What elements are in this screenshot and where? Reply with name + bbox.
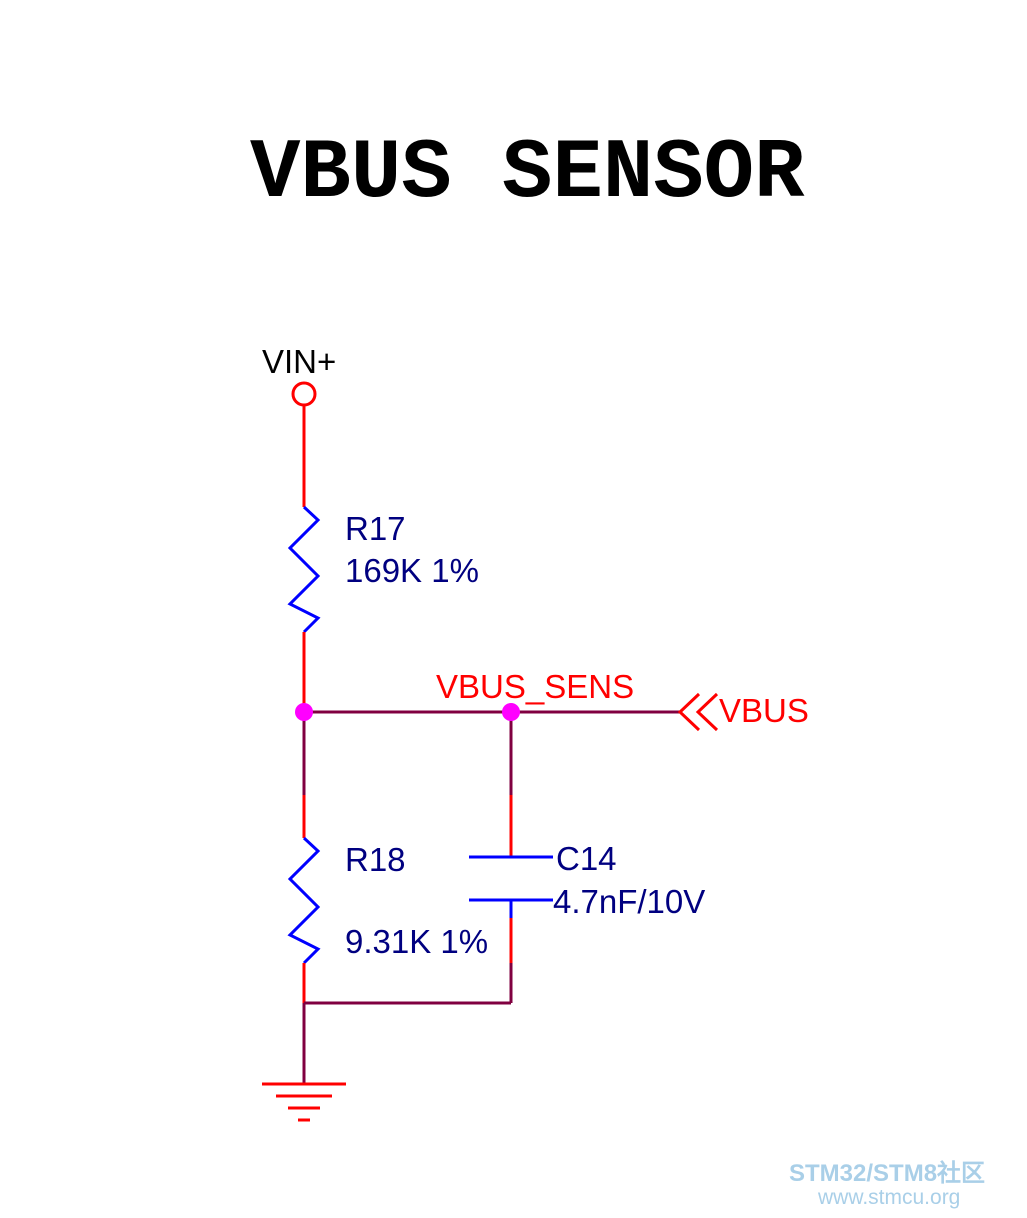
junction-dot-left [295, 703, 313, 721]
vbus-port-arrow-inner [695, 692, 719, 732]
r17-value: 169K 1% [345, 552, 479, 589]
c14-designator: C14 [556, 840, 617, 877]
r17-designator: R17 [345, 510, 406, 547]
vin-power-symbol [291, 381, 317, 407]
ground-symbol [262, 1082, 346, 1122]
r18-designator: R18 [345, 841, 406, 878]
vbus-port-arrow-outer [677, 692, 701, 732]
diagram-title: VBUS SENSOR [250, 127, 805, 222]
r18-value: 9.31K 1% [345, 923, 488, 960]
r17-resistor-body [287, 505, 321, 634]
watermark-url: www.stmcu.org [817, 1186, 960, 1209]
watermark-stm32: STM32 [789, 1160, 866, 1187]
vbus-port-label: VBUS [719, 692, 809, 729]
watermark-stm8: /STM8 [866, 1160, 937, 1187]
vin-power-label: VIN+ [262, 343, 336, 380]
vbus-sens-net-label: VBUS_SENS [436, 668, 634, 705]
r18-resistor-body [287, 836, 321, 965]
junction-dot-center [502, 703, 520, 721]
watermark-community: 社区 [937, 1159, 985, 1187]
c14-value: 4.7nF/10V [553, 883, 705, 920]
watermark-logo: STM32/STM8社区 [789, 1159, 985, 1187]
